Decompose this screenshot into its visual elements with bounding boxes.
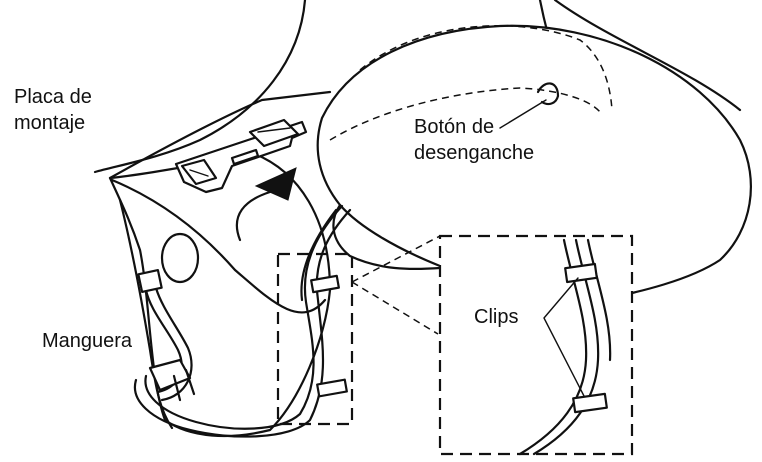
release-button-shape (536, 82, 560, 106)
tank-outline (93, 0, 307, 174)
hose-label-text: Manguera (42, 330, 133, 352)
detail-clip-lower (572, 392, 608, 414)
hose-line-c (300, 208, 338, 302)
seat-dashed-outline (359, 25, 613, 111)
hose-line-b (144, 204, 344, 430)
detail-box (438, 234, 634, 456)
detail-source-box (276, 252, 354, 426)
hose-plug (148, 358, 192, 392)
mounting-plate-label-text: Placa de montaje (14, 86, 92, 134)
bowl-deck (108, 90, 332, 180)
plug-prong (172, 368, 196, 402)
clips-label-text: Clips (474, 306, 519, 328)
clip-lower-overview (316, 378, 348, 398)
seat-underside (332, 203, 442, 271)
mounting-plate-label: Placa de montaje (14, 84, 164, 136)
wall-back-edge (553, 0, 742, 112)
hose-label: Manguera (42, 328, 132, 354)
clips-label: Clips (474, 304, 518, 330)
slide-direction-arc (235, 190, 272, 242)
water-inlet (160, 232, 200, 284)
hose-nut (137, 269, 163, 293)
supply-hose-b (154, 286, 193, 402)
detail-connector-bottom (351, 281, 439, 335)
clip-upper-overview (310, 274, 340, 294)
clips-leader-lines (543, 277, 585, 397)
detail-hose-c (586, 238, 612, 362)
hose-line-a (133, 208, 352, 438)
detail-clip-upper (564, 262, 598, 284)
mounting-plate (174, 118, 308, 194)
detail-connector-top (351, 235, 441, 283)
release-button-label: Botón de desenganche (414, 114, 584, 166)
bowl-rim-line (110, 178, 327, 314)
release-button-leader (499, 99, 547, 129)
slide-direction-arrowhead[interactable] (254, 167, 297, 201)
release-button-label-text: Botón de desenganche (414, 116, 535, 164)
